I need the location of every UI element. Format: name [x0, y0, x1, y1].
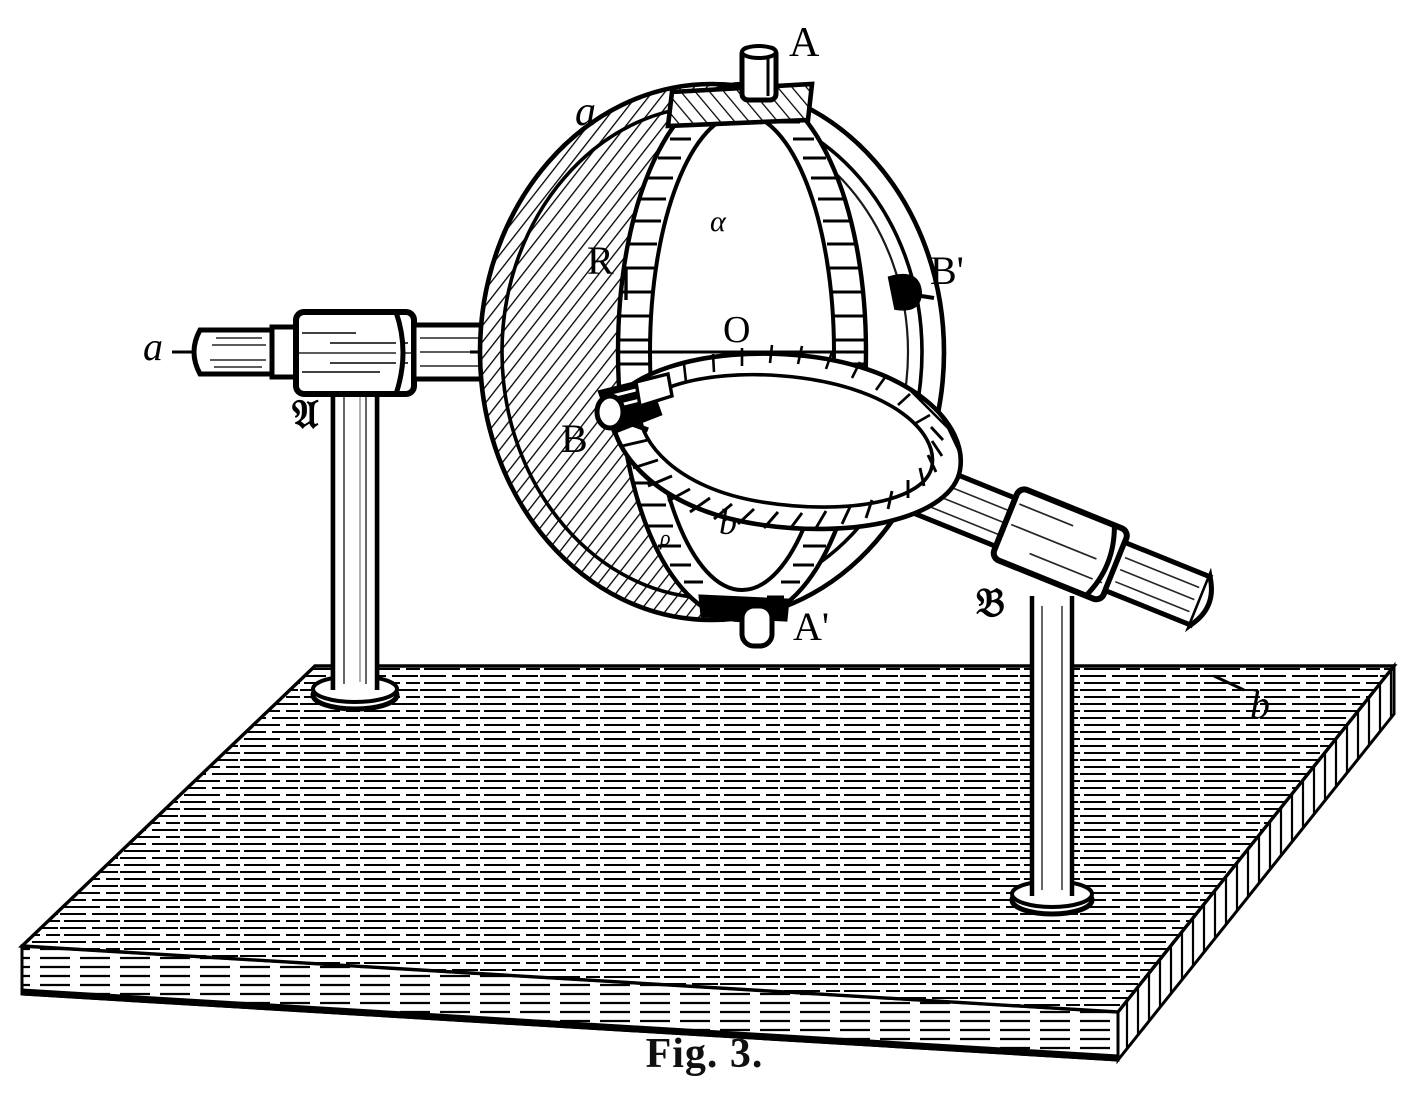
label-angle-beta: b [719, 502, 737, 542]
label-support-right: 𝔅 [976, 579, 1005, 626]
label-centre: O [723, 309, 750, 351]
support-column-right [1009, 596, 1095, 917]
equator-graduations [621, 426, 945, 530]
label-angle-rho: ρ [659, 525, 671, 550]
baseplate-shadow-line [21, 988, 1119, 1062]
label-axis-right: b [1250, 682, 1270, 727]
label-graduated-ring: R [587, 238, 614, 283]
label-axis-left: a [143, 324, 163, 369]
label-angle-alpha: α [710, 205, 727, 238]
label-pivot-right: B' [930, 248, 964, 293]
pivot-screw-left [594, 393, 626, 431]
support-column-left [310, 380, 400, 712]
centre-line-right [1213, 674, 1245, 692]
pivot-screw-bottom [739, 603, 775, 649]
label-pivot-top: A [789, 20, 820, 66]
pivot-top-A [665, 44, 815, 129]
figure-caption: Fig. 3. [645, 1031, 764, 1077]
label-pivot-left: B [561, 416, 588, 461]
pivot-right-B [887, 273, 935, 311]
pivot-bottom-A [698, 594, 790, 649]
label-pivot-bottom: A' [793, 604, 829, 649]
equator-ring-lug-left [634, 371, 674, 409]
label-support-left: 𝔄 [292, 391, 319, 438]
label-outer-ring: a [575, 89, 596, 135]
figure-labels: a b a R A A' B B' O α b ρ 𝔄 𝔅 [143, 20, 1270, 727]
